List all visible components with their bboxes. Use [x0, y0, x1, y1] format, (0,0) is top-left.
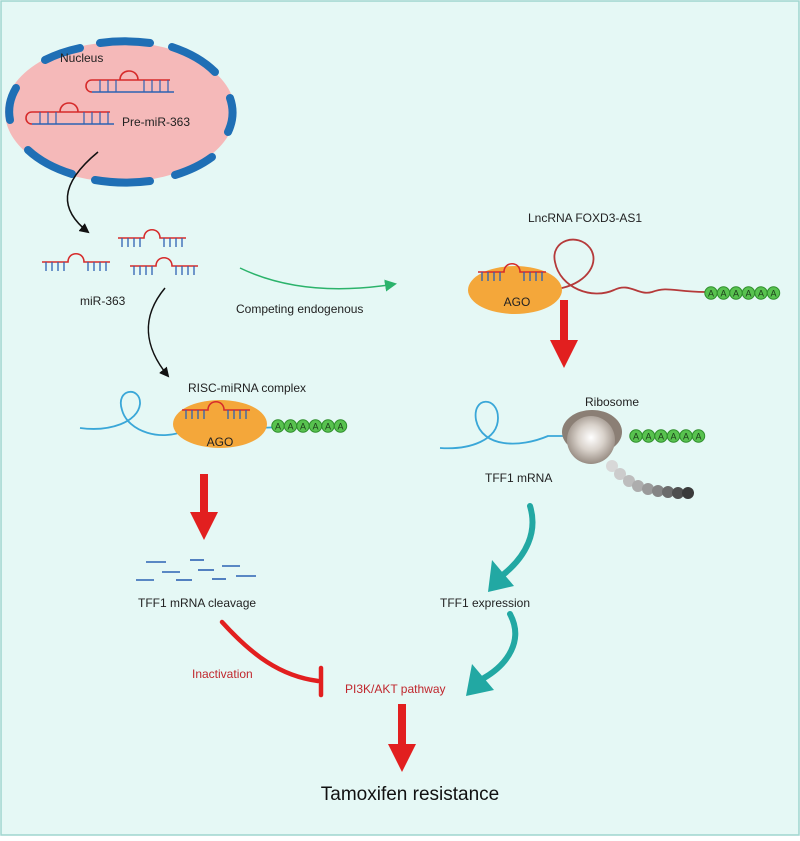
amino-acid-bead — [642, 483, 654, 495]
tff1-mrna-strand — [439, 400, 620, 450]
poly-a-letter: A — [658, 432, 664, 442]
amino-acid-bead — [672, 487, 684, 499]
red-arrow-risc-down — [190, 474, 218, 540]
poly-a-letter: A — [758, 289, 764, 299]
poly-a-bead — [766, 286, 781, 300]
poly-a-letter: A — [683, 432, 689, 442]
nucleus-body — [5, 42, 235, 182]
amino-acid-bead — [623, 475, 635, 487]
tff1-mrna-label: TFF1 mRNA — [485, 471, 552, 485]
poly-a-letter: A — [670, 432, 676, 442]
mirna-duplex-3 — [130, 256, 198, 275]
cleaved-mrna-fragments — [136, 559, 256, 581]
nucleus: Nucleus Pre-miR-363 — [5, 37, 237, 187]
ago-protein-left — [173, 400, 267, 448]
mature-mirnas: miR-363 — [42, 228, 198, 308]
hairpin-loop — [59, 102, 79, 113]
expression-label: TFF1 expression — [440, 596, 530, 610]
risc-loading-arrow — [147, 287, 170, 378]
outcome-label: Tamoxifen resistance — [321, 784, 499, 805]
poly-a-letter: A — [275, 422, 281, 432]
ribosome — [562, 410, 622, 464]
poly-a-letter: A — [695, 432, 701, 442]
mirna-red-strand — [182, 400, 250, 411]
amino-acid-bead — [682, 487, 694, 499]
poly-a-letter: A — [733, 289, 739, 299]
mirna-duplex-1 — [118, 228, 186, 247]
poly-a-letter: A — [312, 422, 318, 432]
competing-endogenous-label: Competing endogenous — [236, 302, 363, 316]
lncrna-label: LncRNA FOXD3-AS1 — [528, 211, 642, 225]
risc-mrna-strand — [79, 390, 321, 437]
nuclear-envelope — [5, 37, 237, 187]
export-arrow — [66, 151, 99, 234]
teal-arrow-expression — [488, 503, 536, 592]
ribosome-label: Ribosome — [585, 395, 639, 409]
ago-label-right: AGO — [504, 295, 531, 309]
teal-arrow-pathway — [466, 611, 519, 696]
red-arrow-lnc-down — [550, 300, 578, 368]
mir-363-label: miR-363 — [80, 294, 126, 308]
poly-a-bead — [691, 429, 706, 443]
mirna-red-strand — [130, 256, 198, 267]
mirna-red-strand — [42, 252, 110, 263]
amino-acid-bead — [652, 485, 664, 497]
poly-a-letter: A — [325, 422, 331, 432]
competing-arrow — [239, 267, 397, 292]
nascent-peptide — [606, 460, 694, 499]
poly-a-letter: A — [708, 289, 714, 299]
ago-protein-right — [468, 266, 562, 314]
risc-label: RISC-miRNA complex — [188, 381, 306, 395]
hairpin-loop — [119, 70, 139, 81]
hairpin-red-strand — [85, 79, 170, 93]
amino-acid-bead — [614, 468, 626, 480]
amino-acid-bead — [662, 486, 674, 498]
poly-a-bead — [333, 419, 348, 433]
mirna-red-strand — [118, 228, 186, 239]
poly-a-letter: A — [720, 289, 726, 299]
hairpin-red-strand — [25, 111, 110, 125]
lncrna-bound-mirna — [478, 262, 546, 281]
amino-acid-bead — [632, 480, 644, 492]
pathway-label: PI3K/AKT pathway — [345, 682, 446, 696]
poly-a-letter: A — [633, 432, 639, 442]
inactivation-label: Inactivation — [192, 667, 253, 681]
pre-mirna-hairpin-1 — [85, 70, 174, 93]
cleavage-label: TFF1 mRNA cleavage — [138, 596, 256, 610]
nucleus-label: Nucleus — [60, 51, 103, 65]
pre-mir-363-label: Pre-miR-363 — [122, 115, 190, 129]
red-arrow-outcome — [388, 704, 416, 772]
poly-a-letter: A — [645, 432, 651, 442]
lncrna-strand — [477, 238, 706, 297]
poly-a-letter: A — [300, 422, 306, 432]
risc-bound-mirna — [182, 400, 250, 419]
pre-mirna-hairpin-2 — [25, 102, 114, 125]
poly-a-letter: A — [337, 422, 343, 432]
mirna-duplex-2 — [42, 252, 110, 271]
amino-acid-bead — [606, 460, 618, 472]
poly-a-letter: A — [745, 289, 751, 299]
mirna-red-strand — [478, 262, 546, 273]
poly-a-letter: A — [770, 289, 776, 299]
poly-a-letter: A — [287, 422, 293, 432]
inhibition-arrow — [219, 619, 324, 698]
ago-label-left: AGO — [207, 435, 234, 449]
